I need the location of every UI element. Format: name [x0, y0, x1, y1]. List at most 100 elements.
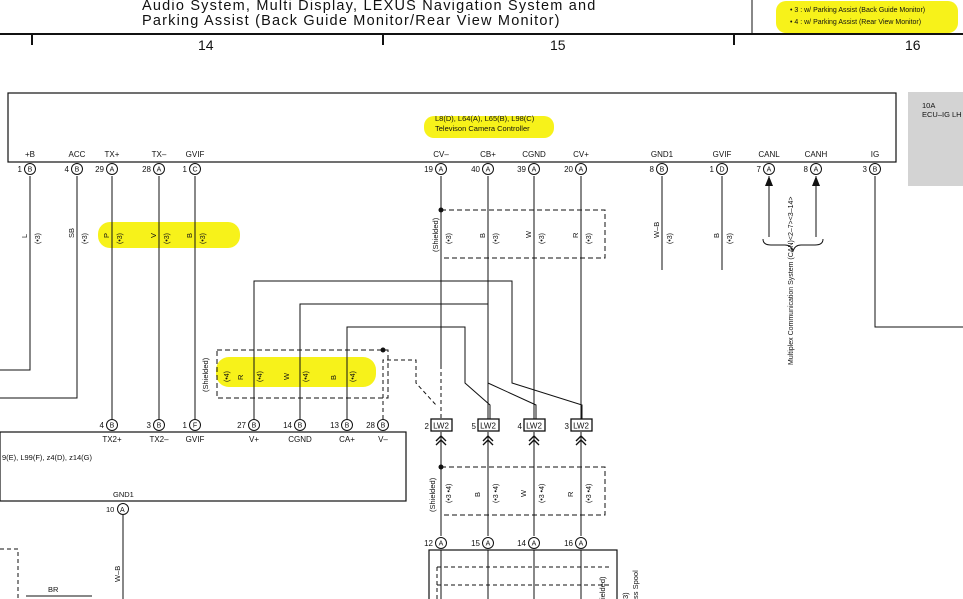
controller-pin-10-conn: D	[719, 167, 724, 174]
upper-wire-color-1: SB	[67, 228, 76, 238]
lower-pin-6-conn: B	[381, 423, 386, 430]
bottom-pin-2-circle	[528, 537, 540, 549]
wire-labels-lower: (Shielded)(•3 •4)B(•3 •4)W(•3 •4)R(•3 •4…	[428, 477, 593, 512]
upper-wire-note-5: (•3)	[446, 233, 453, 244]
upper-wire-color-4: B	[185, 233, 194, 238]
controller-pin-3-num: 28	[142, 165, 151, 174]
controller-pin-4-conn: C	[192, 167, 197, 174]
controller-pin-13-num: 3	[863, 165, 868, 174]
column-16: 16	[905, 37, 921, 53]
lower-wire-color-3: R	[566, 491, 575, 497]
gnd-pin-circle	[117, 503, 129, 515]
controller-pin-10-num: 1	[710, 165, 715, 174]
lower-pin-6-num: 28	[366, 421, 375, 430]
controller-pin-7-conn: A	[532, 167, 537, 174]
controller-pin-2-num: 29	[95, 165, 104, 174]
lw2-num-0: 2	[425, 422, 430, 431]
wire-labels-mid: (Shielded)(•4)R(•4)W(•4)B(•4)	[201, 357, 357, 392]
controller-pin-9-num: 8	[650, 165, 655, 174]
mid-wire-note-3: (•4)	[350, 371, 357, 382]
upper-wire-color-9: W–B	[652, 222, 661, 238]
note-3: • 3 : w/ Parking Assist (Back Guide Moni…	[790, 7, 925, 14]
controller-pin-2-circle	[106, 163, 118, 175]
lower-pin-4-circle	[294, 419, 306, 431]
fuse-name: ECU–IG LH	[922, 110, 962, 119]
column-14: 14	[198, 37, 214, 53]
lower-pin-5-circle	[341, 419, 353, 431]
upper-wire-color-8: R	[571, 232, 580, 238]
lower-wire-note-0: (•3 •4)	[446, 484, 453, 503]
controller-pin-9-conn: B	[660, 167, 665, 174]
controller-pin-10-label: GVIF	[713, 150, 732, 159]
controller-pin-5-num: 19	[424, 165, 433, 174]
bottom-pin-3-conn: A	[579, 541, 584, 548]
controller-pin-0-conn: B	[28, 167, 33, 174]
lw2-num-2: 4	[518, 422, 523, 431]
lower-pin-2-circle	[189, 419, 201, 431]
lower-pin-1-num: 3	[147, 421, 152, 430]
gnd-pin-num: 10	[106, 505, 114, 514]
upper-wire-color-10: B	[712, 233, 721, 238]
controller-pin-7-circle	[528, 163, 540, 175]
diagram-title-line2: Parking Assist (Back Guide Monitor/Rear …	[142, 13, 561, 29]
partial-3-text: 3)	[621, 592, 630, 599]
upper-wire-color-2: P	[102, 233, 111, 238]
controller-pin-12-conn: A	[814, 167, 819, 174]
bottom-pin-3-circle	[575, 537, 587, 549]
lw2-label-2: LW2	[526, 422, 542, 431]
controller-codes: L8(D), L64(A), L65(B), L98(C)	[435, 114, 535, 123]
controller-pin-0-circle	[24, 163, 36, 175]
lower-pin-3-conn: B	[252, 423, 257, 430]
lower-pin-4-conn: B	[298, 423, 303, 430]
controller-pin-1-num: 4	[65, 165, 70, 174]
controller-pin-9-circle	[656, 163, 668, 175]
can-brace	[762, 238, 824, 253]
lw2-label-3: LW2	[573, 422, 589, 431]
controller-pin-8-label: CV+	[573, 150, 589, 159]
controller-pin-5-label: CV–	[433, 150, 449, 159]
lower-pin-1-conn: B	[157, 423, 162, 430]
lower-pin-2-conn: F	[193, 423, 197, 430]
bottom-pin-1-conn: A	[486, 541, 491, 548]
fuse-box	[908, 92, 963, 186]
controller-pin-8-num: 20	[564, 165, 573, 174]
partial-shielded-text: ielded)	[598, 576, 607, 599]
lower-pin-1-label: TX2–	[149, 435, 169, 444]
bottom-pin-0-conn: A	[439, 541, 444, 548]
diagram-title-line1: Audio System, Multi Display, LEXUS Navig…	[142, 0, 597, 14]
shield-box-upper	[440, 209, 606, 259]
bottom-pin-1-circle	[482, 537, 494, 549]
lower-wire-note-1: (•3 •4)	[493, 484, 500, 503]
controller-box	[7, 92, 897, 163]
spool-box	[428, 549, 618, 599]
upper-wire-note-4: (•3)	[200, 233, 207, 244]
lower-unit-codes: 9(E), L99(F), z4(D), z14(G)	[2, 453, 93, 462]
upper-wire-note-3: (•3)	[164, 233, 171, 244]
column-15: 15	[550, 37, 566, 53]
lower-pin-5-conn: B	[345, 423, 350, 430]
controller-pin-1-conn: B	[75, 167, 80, 174]
controller-pin-12-num: 8	[804, 165, 809, 174]
lw2-label-0: LW2	[433, 422, 449, 431]
controller-pin-8-circle	[575, 163, 587, 175]
lower-pin-1-circle	[153, 419, 165, 431]
mid-wire-note-0: (•4)	[224, 371, 231, 382]
controller-name-highlight	[424, 116, 554, 138]
upper-wire-color-0: L	[20, 234, 29, 238]
